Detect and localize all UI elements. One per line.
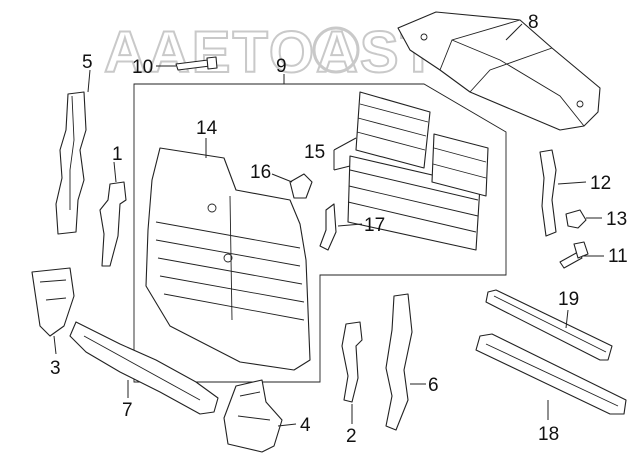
part-16-clip[interactable] bbox=[289, 173, 313, 199]
callout-4: 4 bbox=[300, 415, 311, 436]
callout-6: 6 bbox=[428, 375, 439, 396]
part-19-upper-seal[interactable] bbox=[485, 289, 613, 361]
callout-11: 11 bbox=[608, 246, 628, 267]
callout-8: 8 bbox=[528, 12, 539, 33]
part-13-nut[interactable] bbox=[565, 209, 587, 229]
callout-16: 16 bbox=[250, 162, 271, 183]
gear-icon bbox=[312, 26, 360, 74]
part-15-shutter-blades[interactable] bbox=[347, 91, 489, 251]
part-5-side-bracket[interactable] bbox=[55, 91, 87, 235]
leader-lines bbox=[53, 23, 604, 427]
part-17-small-bracket[interactable] bbox=[319, 203, 337, 251]
callout-15: 15 bbox=[304, 142, 325, 163]
callout-10: 10 bbox=[132, 57, 153, 78]
callout-9: 9 bbox=[276, 56, 287, 77]
callout-17: 17 bbox=[364, 215, 385, 236]
part-12-bracket[interactable] bbox=[539, 149, 557, 237]
callout-1: 1 bbox=[112, 144, 123, 165]
callout-18: 18 bbox=[538, 424, 559, 445]
part-10-bolt[interactable] bbox=[175, 56, 218, 71]
part-4-lower-side-deflector[interactable] bbox=[223, 379, 283, 453]
part-18-lower-seal[interactable] bbox=[475, 333, 627, 415]
callout-labels: 1 2 3 4 5 6 7 8 9 10 11 12 13 14 15 16 1… bbox=[50, 12, 628, 447]
callout-12: 12 bbox=[590, 173, 611, 194]
callout-13: 13 bbox=[606, 209, 627, 230]
part-6-side-air-guide[interactable] bbox=[385, 293, 413, 431]
part-3-side-deflector[interactable] bbox=[31, 267, 75, 337]
callout-2: 2 bbox=[346, 426, 357, 447]
callout-7: 7 bbox=[122, 400, 133, 421]
part-7-lower-deflector[interactable] bbox=[69, 321, 219, 415]
part-8-upper-deflector[interactable] bbox=[397, 11, 601, 131]
callout-14: 14 bbox=[196, 118, 218, 139]
part-14-shutter-frame[interactable] bbox=[145, 147, 311, 371]
part-11-bolt[interactable] bbox=[559, 241, 589, 269]
callout-5: 5 bbox=[82, 52, 93, 73]
part-1-bracket[interactable] bbox=[99, 181, 127, 267]
part-2-bracket[interactable] bbox=[341, 321, 363, 403]
callout-3: 3 bbox=[50, 358, 61, 379]
callout-19: 19 bbox=[558, 289, 579, 310]
